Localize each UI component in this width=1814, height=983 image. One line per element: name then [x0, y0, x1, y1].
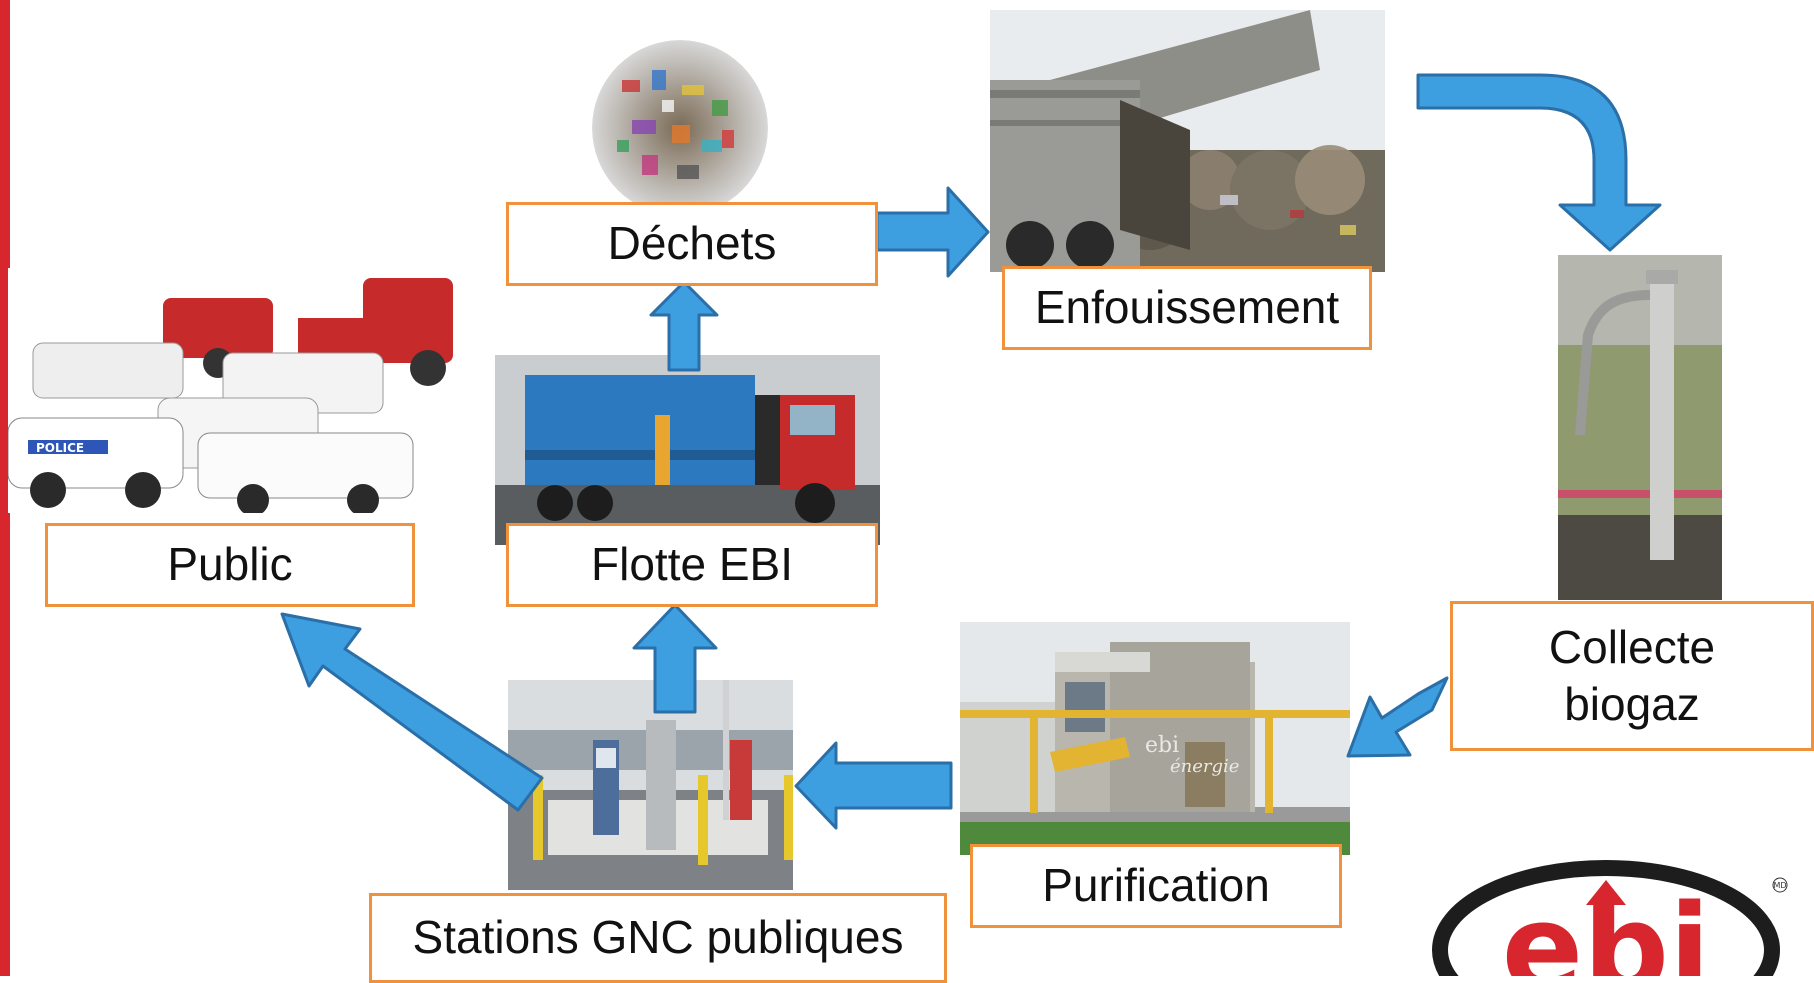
arrow-dechets-to-enfouissement — [875, 186, 990, 278]
public-vehicles-photo: POLICE — [8, 268, 478, 513]
node-purification: Purification — [970, 844, 1342, 928]
node-public: Public — [45, 523, 415, 607]
arrow-flotte-to-dechets — [649, 280, 719, 372]
node-enfouissement: Enfouissement — [1002, 266, 1372, 350]
purification-plant-photo: ebi énergie — [960, 622, 1350, 855]
ebi-garbage-truck-photo — [495, 355, 880, 545]
node-dechets: Déchets — [506, 202, 878, 286]
police-text: POLICE — [36, 441, 84, 455]
arrow-stations-to-flotte — [632, 603, 718, 714]
landfill-photo — [990, 10, 1385, 272]
plant-sign-brand: ebi — [1145, 733, 1179, 758]
arrow-stations-to-public — [280, 612, 544, 812]
arrow-collecte-to-purification — [1346, 676, 1449, 758]
arrow-enfouissement-to-collecte — [1416, 73, 1662, 252]
accent-bar — [0, 0, 10, 976]
waste-pile-photo — [592, 40, 768, 216]
arrow-purification-to-stations — [794, 741, 953, 830]
node-flotte-ebi: Flotte EBI — [506, 523, 878, 607]
plant-sign-sub: énergie — [1170, 756, 1239, 777]
node-stations-gnc: Stations GNC publiques — [369, 893, 947, 983]
node-collecte-biogaz: Collecte biogaz — [1450, 601, 1814, 751]
cng-station-photo — [508, 680, 793, 890]
biogas-well-photo — [1558, 255, 1722, 600]
